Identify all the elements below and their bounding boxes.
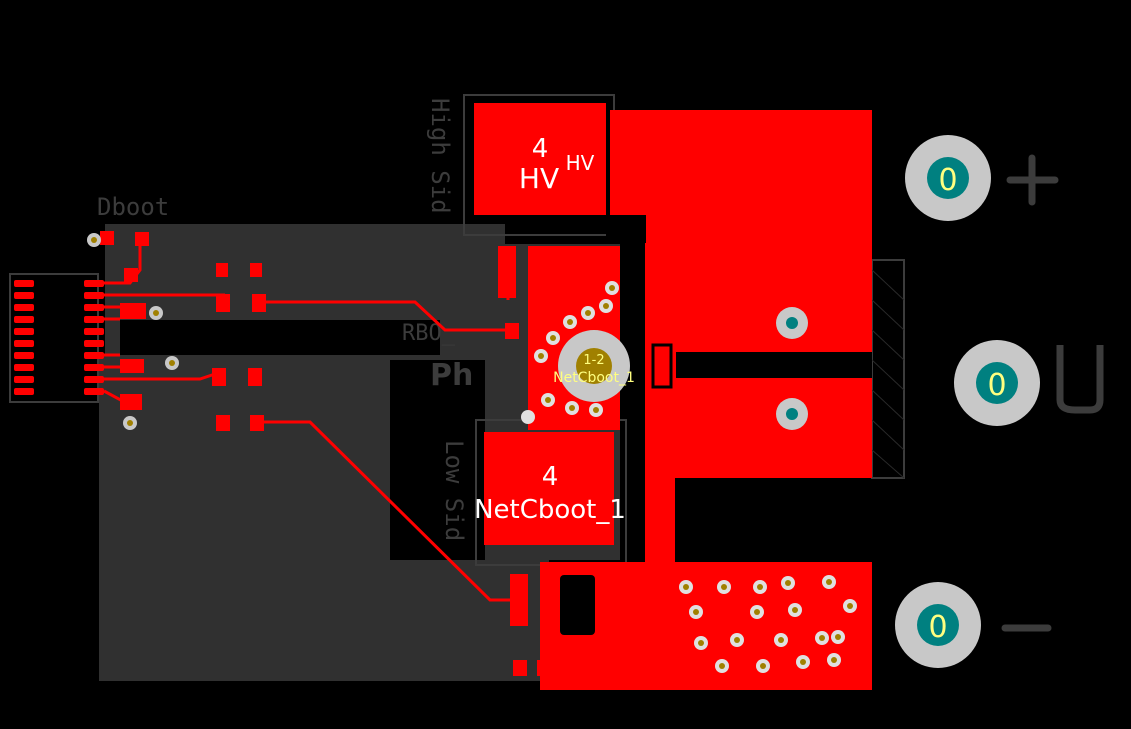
mount-vias — [776, 307, 808, 430]
ic-pins — [14, 280, 104, 395]
terminal-u[interactable]: 0 — [954, 340, 1040, 426]
terminal-minus[interactable]: 0 — [895, 582, 981, 668]
phase-label: Ph — [430, 358, 473, 393]
stitching-vias — [521, 281, 857, 673]
via-net-label: NetCboot_1 — [553, 370, 635, 386]
ls-pad-number: 4 — [542, 462, 559, 492]
terminal-plus[interactable]: 0 — [905, 135, 991, 221]
hv-pad-small: HV — [566, 151, 595, 175]
high-side-label: High Sid — [426, 98, 454, 214]
pour-cutouts — [120, 240, 645, 560]
ls-pad — [484, 432, 614, 545]
smd-pads — [100, 231, 676, 676]
hv-pad-number: 4 — [532, 134, 549, 164]
white-vias — [87, 233, 179, 430]
hatch-area — [871, 269, 905, 479]
dboot-label: Dboot — [97, 193, 169, 221]
rbo-label: RBO_ — [402, 321, 456, 346]
copper-gaps — [560, 215, 872, 635]
terminal-plus-number: 0 — [938, 163, 957, 198]
terminal-u-number: 0 — [987, 368, 1006, 403]
highlighted-via[interactable]: 1-2 NetCboot_1 — [553, 330, 635, 402]
hv-pad — [474, 103, 606, 215]
low-side-label: Low Sid — [440, 440, 468, 541]
ls-pad-net: NetCboot_1 — [474, 495, 626, 525]
via-layers-label: 1-2 — [583, 353, 604, 368]
fuse-outline — [651, 343, 673, 389]
terminal-minus-number: 0 — [928, 610, 947, 645]
hv-pad-net: HV — [519, 162, 559, 195]
